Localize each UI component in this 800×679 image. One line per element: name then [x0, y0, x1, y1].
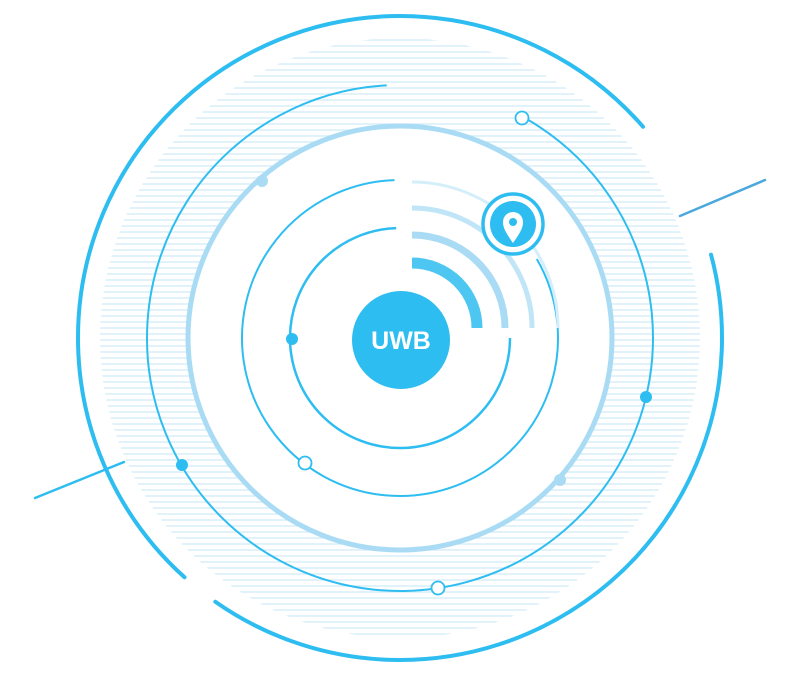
outer-ring-arc-lower	[213, 252, 724, 662]
ring-node	[176, 459, 188, 471]
uwb-hub-disc	[352, 291, 450, 389]
connector-line-right	[678, 178, 767, 218]
outer-ring	[76, 14, 724, 662]
ring-node-hollow	[514, 110, 530, 126]
ring-5	[288, 226, 512, 450]
outer-ring-arc-upper	[76, 14, 646, 580]
location-pin-icon	[503, 212, 523, 243]
ring-node	[640, 391, 652, 403]
ring-3	[185, 123, 615, 553]
ring-4	[241, 179, 559, 497]
ring-node-hollow	[297, 455, 313, 471]
ring-nodes	[176, 110, 652, 596]
ring-node	[554, 474, 566, 486]
signal-wave-arc	[411, 257, 483, 329]
signal-wave-arc	[411, 231, 509, 329]
ring-node-hollow	[430, 580, 446, 596]
ring-2	[145, 84, 654, 593]
uwb-hub: UWB	[352, 291, 450, 389]
ring-node	[256, 175, 268, 187]
connector-line-left	[33, 460, 126, 500]
location-pin-badge	[481, 192, 545, 256]
ring-node	[286, 333, 298, 345]
location-pin-hole	[509, 218, 517, 226]
uwb-hub-label: UWB	[371, 327, 431, 355]
